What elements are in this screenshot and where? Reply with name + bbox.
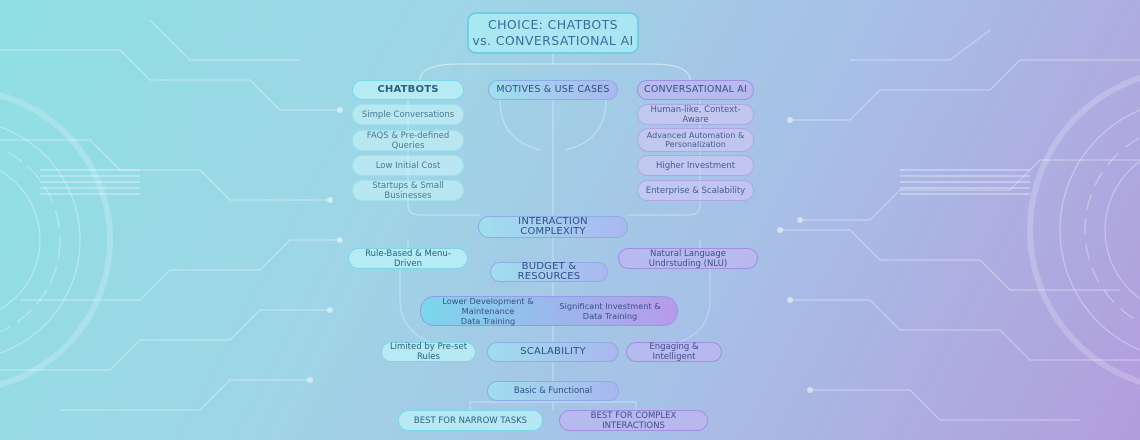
footer-complex-interactions: BEST FOR COMPLEX INTERACTIONS bbox=[559, 410, 708, 431]
footer-narrow-tasks: BEST FOR NARROW TASKS bbox=[398, 410, 543, 431]
budget-comparison: Lower Development & Maintenance Data Tra… bbox=[420, 296, 678, 326]
title-line-2: vs. CONVERSATIONAL AI bbox=[472, 33, 634, 48]
diagram-title: CHOICE: CHATBOTS vs. CONVERSATIONAL AI bbox=[467, 12, 639, 54]
budget-resources-label: BUDGET & RESOURCES bbox=[490, 262, 608, 282]
scalability-left: Limited by Pre-set Rules bbox=[381, 342, 476, 362]
conversational-item-enterprise: Enterprise & Scalability bbox=[637, 180, 754, 201]
interaction-left: Rule-Based & Menu-Driven bbox=[348, 248, 468, 269]
conversational-item-investment: Higher Investment bbox=[637, 155, 754, 176]
chatbots-item-faqs: FAQS & Pre-defined Queries bbox=[352, 130, 464, 151]
title-line-1: CHOICE: CHATBOTS bbox=[488, 17, 618, 32]
conversational-item-automation: Advanced Automation & Personalization bbox=[637, 128, 754, 152]
budget-left: Lower Development & Maintenance Data Tra… bbox=[442, 296, 534, 326]
motives-header: MOTIVES & USE CASES bbox=[488, 80, 618, 100]
budget-right: Significant Investment & Data Training bbox=[559, 301, 661, 321]
chatbots-header: CHATBOTS bbox=[352, 80, 464, 100]
chatbots-item-startups: Startups & Small Businesses bbox=[352, 180, 464, 201]
chatbots-item-simple-conversations: Simple Conversations bbox=[352, 104, 464, 125]
interaction-complexity-label: INTERACTION COMPLEXITY bbox=[478, 216, 628, 238]
conversational-ai-header: CONVERSATIONAL AI bbox=[637, 80, 754, 100]
scalability-right: Engaging & Intelligent bbox=[626, 342, 722, 362]
scalability-label: SCALABILITY bbox=[487, 342, 619, 362]
basic-functional-label: Basic & Functional bbox=[487, 381, 619, 401]
chatbots-item-low-cost: Low Initial Cost bbox=[352, 155, 464, 176]
conversational-item-human-like: Human-like, Context-Aware bbox=[637, 104, 754, 125]
interaction-right: Natural Language Undrstuding (NLU) bbox=[618, 248, 758, 269]
